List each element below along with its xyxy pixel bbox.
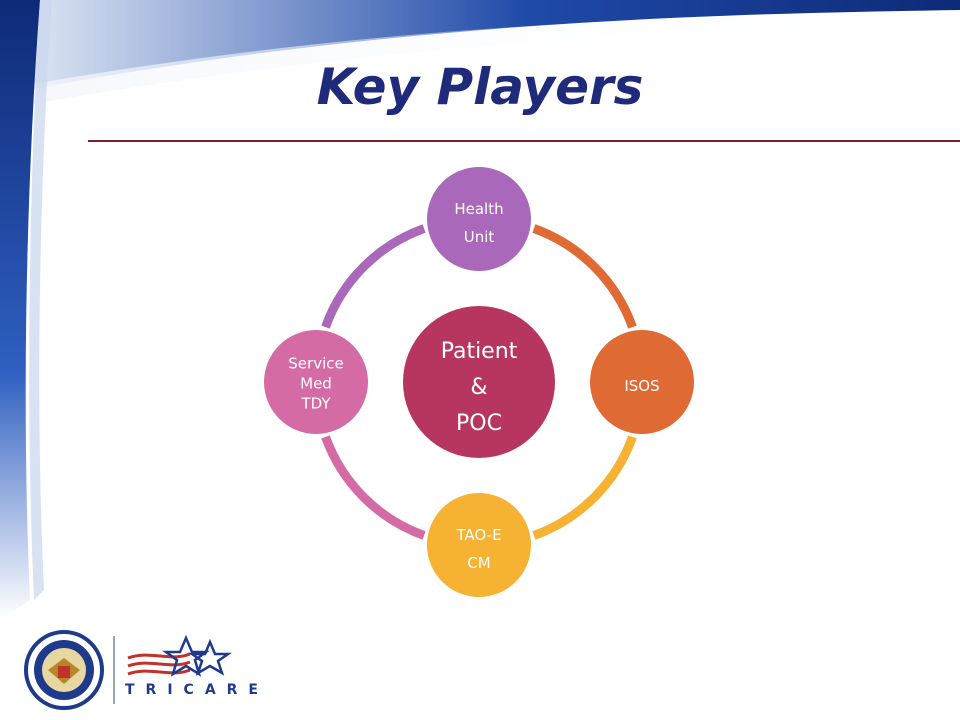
title-divider <box>88 140 960 142</box>
slide-title: Key Players <box>316 58 644 116</box>
connector-arc-service-health <box>321 224 426 329</box>
dod-seal-icon <box>24 630 104 710</box>
footer-divider <box>113 636 115 704</box>
center-node-label: Patient&POC <box>441 339 518 436</box>
connector-arc-isos-tao <box>532 435 637 540</box>
tricare-wordmark: TRICARE <box>125 682 269 698</box>
center-node <box>403 306 555 458</box>
footer-logos <box>24 630 232 710</box>
node-isos-label: ISOS <box>624 377 659 395</box>
connector-arc-tao-service <box>321 435 426 540</box>
tricare-flag-icon <box>127 634 232 677</box>
node-isos: ISOS <box>590 330 694 434</box>
connector-arc-health-isos <box>532 224 637 329</box>
